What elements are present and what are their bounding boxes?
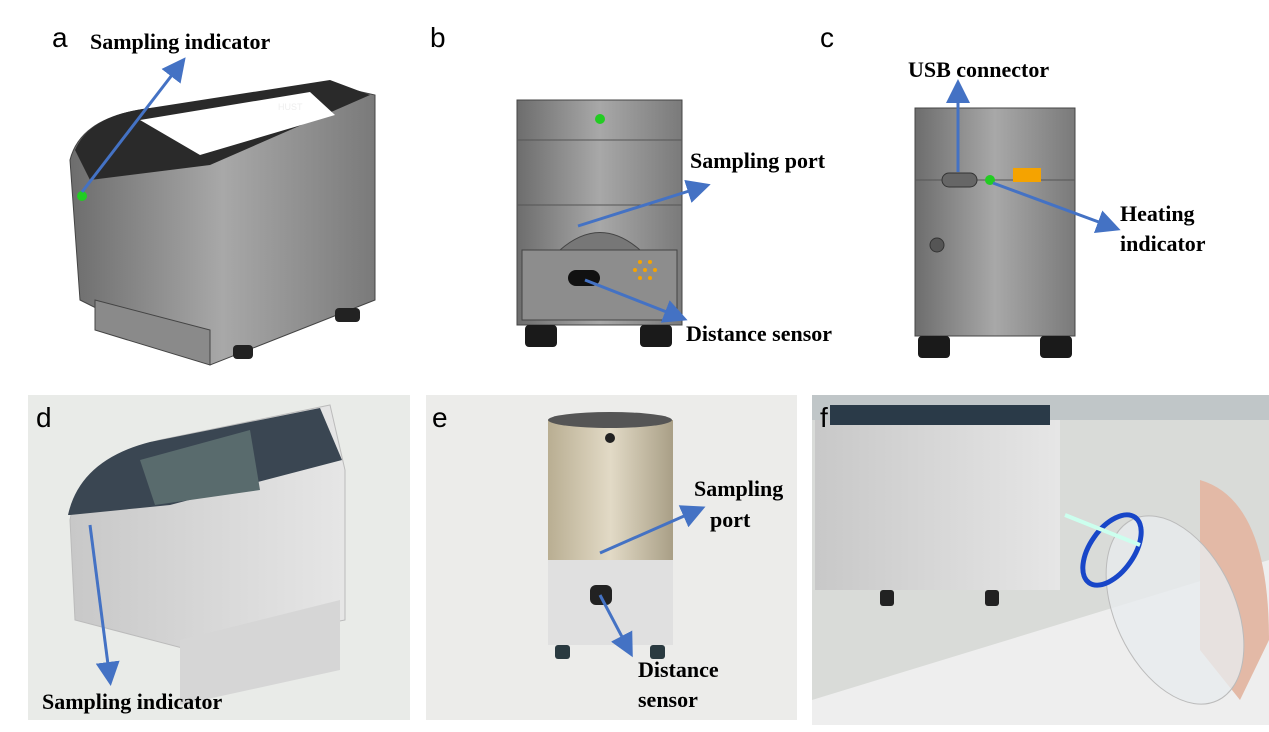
label-sampling-port-e-1: Sampling xyxy=(694,476,784,501)
panel-letter-d: d xyxy=(36,402,52,433)
label-distance-sensor-b: Distance sensor xyxy=(686,321,833,346)
label-usb-connector-c: USB connector xyxy=(908,57,1050,82)
label-sampling-port-e-2: port xyxy=(710,507,751,532)
label-sampling-port-b: Sampling port xyxy=(690,148,826,173)
render-a xyxy=(69,80,376,366)
panel-letter-c: c xyxy=(820,22,834,53)
render-b xyxy=(516,99,683,347)
annotation-arrows xyxy=(80,57,1121,686)
photo-e xyxy=(426,395,797,720)
label-heating-c-2: indicator xyxy=(1120,231,1206,256)
photo-f xyxy=(812,395,1269,725)
label-distance-sensor-e-1: Distance xyxy=(638,657,719,682)
label-sampling-indicator-d: Sampling indicator xyxy=(42,689,223,714)
render-c xyxy=(914,107,1076,358)
panel-letter-a: a xyxy=(52,22,68,53)
panel-letter-e: e xyxy=(432,402,448,433)
label-heating-c-1: Heating xyxy=(1120,201,1195,226)
label-distance-sensor-e-2: sensor xyxy=(638,687,698,712)
label-sampling-indicator-a: Sampling indicator xyxy=(90,29,271,54)
device-logo: HUST xyxy=(278,102,303,112)
panel-letter-f: f xyxy=(820,402,828,433)
photo-d xyxy=(28,395,410,720)
panel-letter-b: b xyxy=(430,22,446,53)
